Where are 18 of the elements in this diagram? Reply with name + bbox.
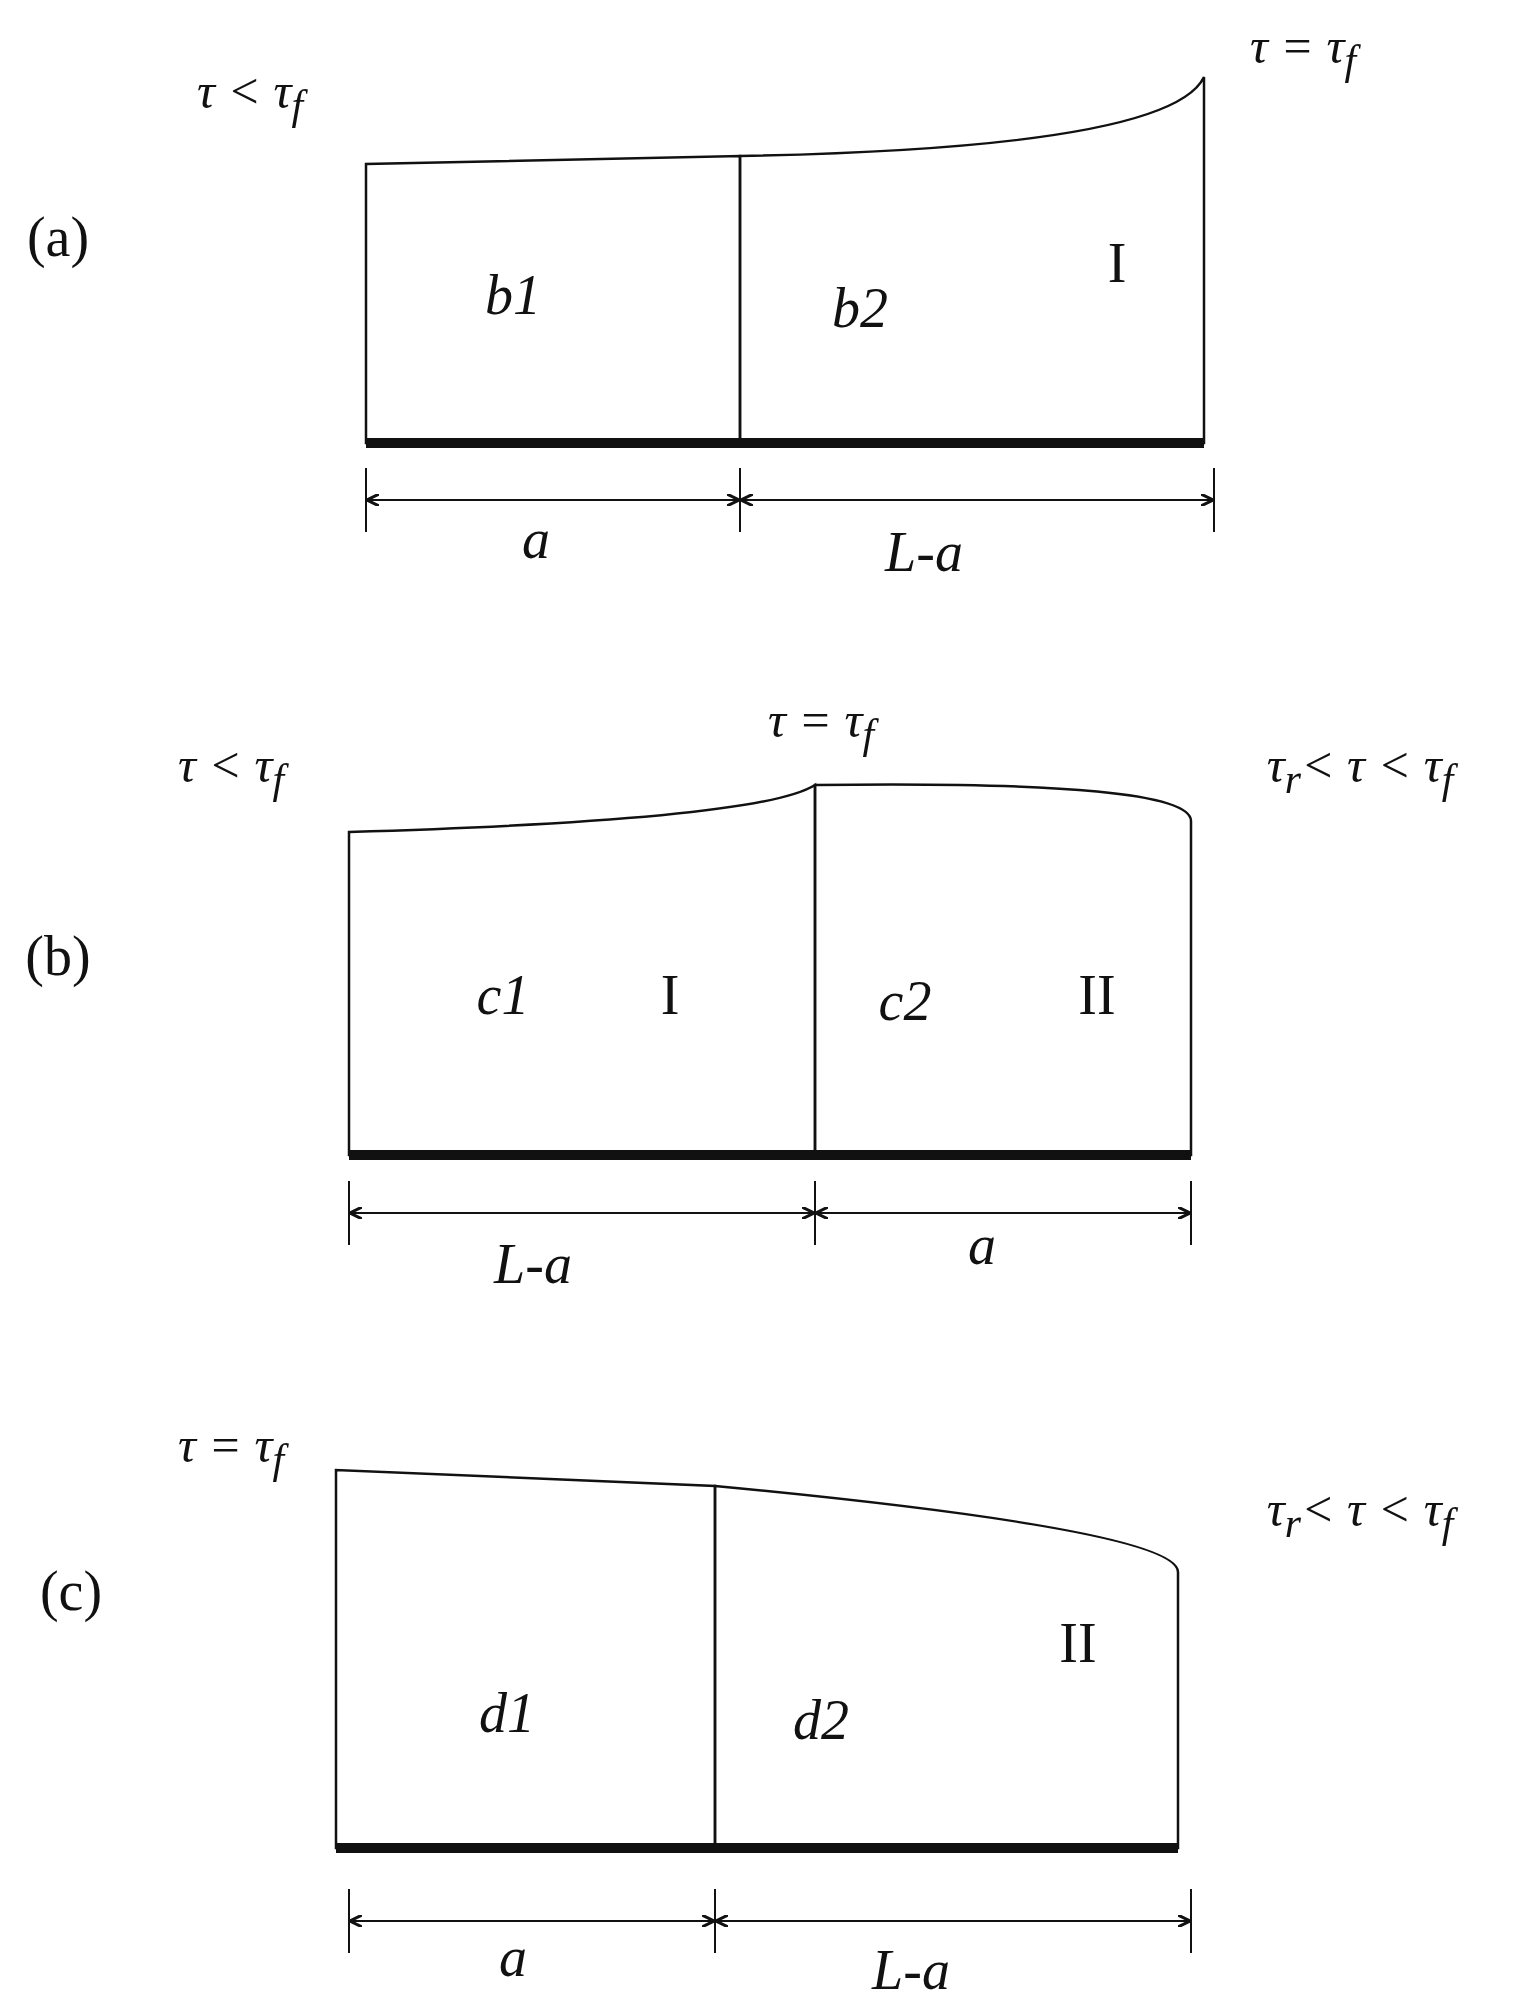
region-label: d2 xyxy=(793,1692,849,1748)
stage-numeral: II xyxy=(1078,967,1116,1023)
stage-numeral: I xyxy=(660,967,680,1023)
region-label: c1 xyxy=(476,967,530,1023)
stress-region xyxy=(711,1482,1182,1852)
region-label: b1 xyxy=(485,267,541,323)
dimension-label: a xyxy=(522,511,550,567)
stress-region xyxy=(345,781,819,1159)
dimension-label: a xyxy=(499,1929,527,1985)
region-label: b2 xyxy=(832,280,888,336)
stage-numeral: I xyxy=(1107,235,1127,291)
dimension-label: L-a xyxy=(872,1942,950,1998)
region-label: c2 xyxy=(878,973,932,1029)
dimension-label: L-a xyxy=(885,524,963,580)
region-label: d1 xyxy=(479,1685,535,1741)
dimension-label: L-a xyxy=(494,1236,572,1292)
dimension-label: a xyxy=(968,1217,996,1273)
stage-numeral: II xyxy=(1059,1615,1097,1671)
